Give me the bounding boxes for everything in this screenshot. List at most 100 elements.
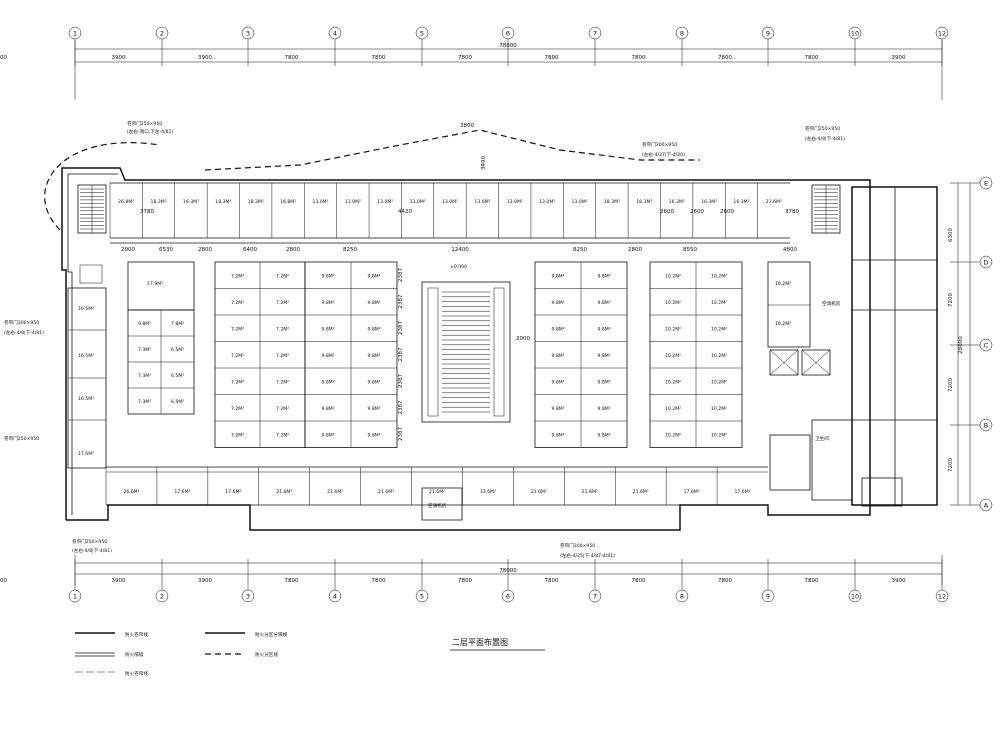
block-e-cell-1: 10.2M²: [711, 273, 727, 279]
axis-label-top-9: 9: [766, 30, 770, 38]
top-shop-5: 16.8M²: [280, 199, 296, 205]
axis-label-top-10: 10: [851, 30, 859, 38]
bottom-span-1: 3900: [198, 578, 212, 584]
aisle-dim-7: 8250: [573, 247, 587, 253]
note-bottom-mid-2: (左右-4/25|下-4/87-4/81): [560, 552, 615, 559]
block-d-cell-1: 9.8M²: [597, 273, 610, 279]
block-b-cell-13: 7.2M²: [276, 432, 289, 438]
right-dim-3: 7200: [948, 378, 954, 392]
block-e-cell-8: 10.2M²: [665, 379, 681, 385]
block-a-cell-3: 6.5M²: [171, 347, 184, 353]
axis-label-top-12: 12: [938, 30, 946, 38]
top-sub-dim-1: 3780: [140, 209, 154, 215]
canopy-curve: [44, 142, 161, 231]
top-sub-dim-3: 2600: [660, 209, 674, 215]
axis-label-bottom-2: 2: [160, 593, 164, 601]
aisle-dim-4: 2800: [286, 247, 300, 253]
axis-label-top-8: 8: [680, 30, 684, 38]
block-c-cell-1: 9.8M²: [367, 273, 380, 279]
block-d-cell-12: 9.8M²: [551, 432, 564, 438]
block-b-cell-1: 7.2M²: [276, 273, 289, 279]
block-a-cell-6: 7.3M²: [138, 399, 151, 405]
legend: [75, 632, 245, 673]
axis-label-bottom-8: 8: [680, 593, 684, 601]
block-c-cell-13: 9.8M²: [367, 432, 380, 438]
bottom-shop-1: 17.6M²: [174, 489, 190, 495]
block-e-cell-4: 10.2M²: [665, 326, 681, 332]
right-room-label: 空调机房: [822, 300, 841, 307]
block-e-cell-5: 10.2M²: [711, 326, 727, 332]
aisle-dim-8: 2800: [628, 247, 642, 253]
top-shop-10: 13.0M²: [442, 199, 458, 205]
block-c-cell-12: 9.8M²: [321, 432, 334, 438]
total-dim-top: 78000: [499, 43, 517, 49]
note-top-right-b: (左右-4/27|下-4/20): [642, 151, 685, 158]
bottom-shop-5: 21.6M²: [378, 489, 394, 495]
stair-right: [811, 184, 841, 234]
note-top-right-a: 卷帘门300×950: [642, 141, 677, 148]
block-dim-v-0: 2387: [398, 268, 404, 282]
note-bottom-left: 卷帘门250×950: [72, 538, 107, 545]
top-shop-20: 23.6M²: [766, 199, 782, 205]
note-bottom-left-2: (左右-4/8|下-4/81): [72, 547, 112, 554]
bottom-shop-7: 13.6M²: [480, 489, 496, 495]
block-d-cell-8: 9.8M²: [551, 379, 564, 385]
block-a-cell-5: 6.5M²: [171, 373, 184, 379]
right-dim-4: 7200: [948, 458, 954, 472]
aisle-dim-2: 2800: [198, 247, 212, 253]
axis-label-top-5: 5: [420, 30, 424, 38]
block-c-cell-4: 9.8M²: [321, 326, 334, 332]
block-c-cell-2: 9.8M²: [321, 300, 334, 306]
note-top-right-c: 卷帘门250×950: [805, 125, 840, 132]
top-shop-18: 16.3M²: [701, 199, 717, 205]
axis-label-right-C: C: [984, 342, 989, 350]
top-sub-dim-5: 2600: [720, 209, 734, 215]
block-b-cell-8: 7.2M²: [231, 379, 244, 385]
block-b-cell-3: 7.2M²: [276, 300, 289, 306]
note-left-c: 卷帘门250×950: [4, 435, 39, 442]
bottom-shop-row: [106, 466, 768, 521]
bottom-span-10: 3900: [0, 578, 7, 584]
left-shop-column: [67, 264, 107, 469]
bottom-shop-8: 21.6M²: [531, 489, 547, 495]
block-e-cell-2: 10.2M²: [665, 300, 681, 306]
block-d-cell-3: 9.8M²: [597, 300, 610, 306]
note-top-left-2: (左右-洞口,下左-4/81): [127, 128, 173, 135]
top-shop-16: 18.3M²: [636, 199, 652, 205]
top-dimension-lines: [74, 40, 943, 100]
left-shop-4: 17.6M²: [78, 451, 94, 457]
top-shop-1: 18.3M²: [151, 199, 167, 205]
axis-label-bottom-10: 10: [851, 593, 859, 601]
top-span-0: 3900: [112, 55, 126, 61]
note-left-a: 卷帘门300×950: [4, 319, 39, 326]
block-b-cell-2: 7.2M²: [231, 300, 244, 306]
block-dim-v-4: 2387: [398, 374, 404, 388]
axis-label-top-7: 7: [593, 30, 597, 38]
aisle-dim-3: 6400: [243, 247, 257, 253]
axis-label-bottom-5: 5: [420, 593, 424, 601]
block-d-cell-7: 9.8M²: [597, 353, 610, 359]
block-c-cell-11: 9.8M²: [367, 406, 380, 412]
top-span-9: 3900: [892, 55, 906, 61]
axis-label-right-B: B: [984, 422, 988, 430]
axis-label-bottom-1: 1: [73, 593, 77, 601]
bottom-span-3: 7800: [372, 578, 386, 584]
block-c-cell-3: 9.8M²: [367, 300, 380, 306]
block-d-cell-2: 9.8M²: [551, 300, 564, 306]
top-span-7: 7800: [718, 55, 732, 61]
block-a-cell-7: 6.5M²: [171, 399, 184, 405]
roof-line: [204, 129, 700, 171]
top-span-8: 7800: [805, 55, 819, 61]
block-dim-v-2: 2387: [398, 321, 404, 335]
bottom-dimension-lines: [74, 555, 943, 585]
axis-label-bottom-3: 3: [246, 593, 250, 601]
aisle-dim-0: 2000: [121, 247, 135, 253]
block-e-cell-10: 10.2M²: [665, 406, 681, 412]
